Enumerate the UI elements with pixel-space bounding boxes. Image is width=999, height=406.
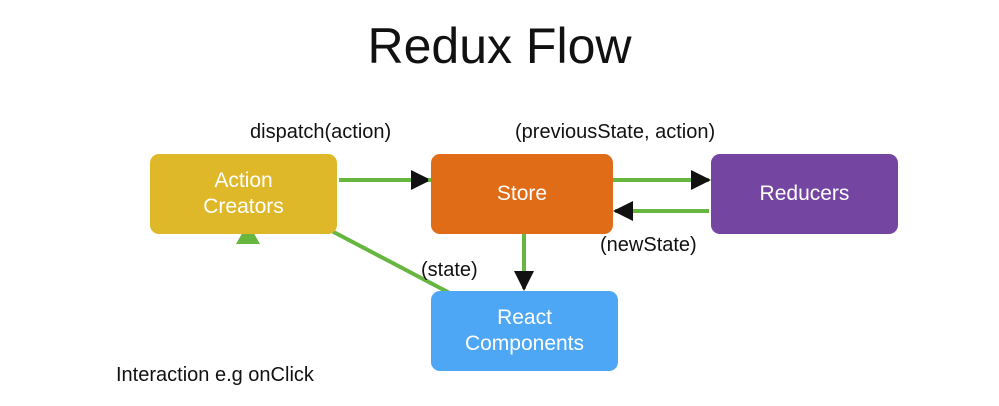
store-label: Store xyxy=(496,182,548,205)
action-creators-label: Action Creators xyxy=(203,169,284,218)
react-components-node: React Components xyxy=(431,291,618,371)
new-state-label: (newState) xyxy=(600,234,697,256)
reducers-label: Reducers xyxy=(759,182,850,205)
action-creators-node: Action Creators xyxy=(150,154,337,234)
dispatch-label: dispatch(action) xyxy=(250,121,392,143)
store-node: Store xyxy=(431,154,613,234)
state-label: (state) xyxy=(421,259,478,281)
react-components-label: React Components xyxy=(464,306,585,355)
reducers-node: Reducers xyxy=(711,154,898,234)
diagram-title: Redux Flow xyxy=(367,18,632,74)
interaction-label: Interaction e.g onClick xyxy=(116,364,314,386)
previous-state-label: (previousState, action) xyxy=(515,121,716,143)
